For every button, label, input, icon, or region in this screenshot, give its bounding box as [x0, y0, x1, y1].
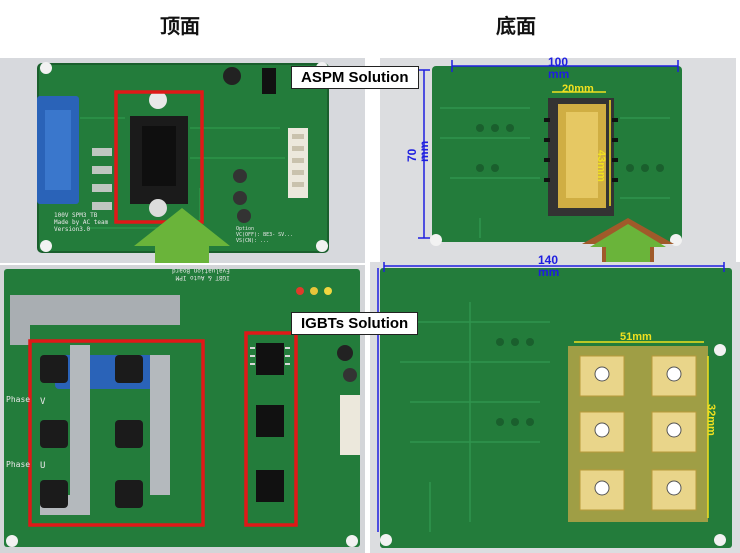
aspm-solution-label: ASPM Solution: [291, 66, 419, 89]
aspm-option-text: Option VC(OFF): BE3- SV... VS(CN): ...: [236, 226, 294, 244]
aspm-top-photo: 100V SPM3 TB Made by AC team Version3.0 …: [0, 58, 365, 263]
igbts-solution-label: IGBTs Solution: [291, 312, 419, 335]
igbt-phase-label-1: Phase: [6, 395, 31, 404]
igbt-phase-v-label: V: [40, 397, 46, 407]
aspm-silkscreen-text: 100V SPM3 TB Made by AC team Version3.0: [54, 212, 109, 233]
igbt-top-photo: IGBT & Auto IPM Evaluation Board Phase P…: [0, 265, 365, 553]
aspm-module-width-dimension: 20mm: [562, 83, 594, 95]
igbt-phase-u-label: U: [40, 461, 46, 471]
igbt-group-height-dimension: 32mm: [705, 404, 717, 436]
aspm-module-height-dimension: 43mm: [595, 150, 607, 182]
bottom-side-heading: 底面: [496, 14, 536, 38]
aspm-width-dimension: 100mm: [548, 55, 570, 81]
igbt-width-dimension: 140mm: [538, 253, 560, 279]
igbt-phase-label-2: Phase: [6, 460, 31, 469]
igbt-group-width-dimension: 51mm: [620, 331, 652, 343]
igbt-bottom-photo: [370, 262, 740, 553]
top-side-heading: 顶面: [160, 14, 200, 38]
igbt-silkscreen-text: IGBT & Auto IPM Evaluation Board: [172, 267, 230, 281]
aspm-height-dimension: 70mm: [405, 140, 431, 162]
aspm-bottom-photo: [380, 58, 736, 263]
